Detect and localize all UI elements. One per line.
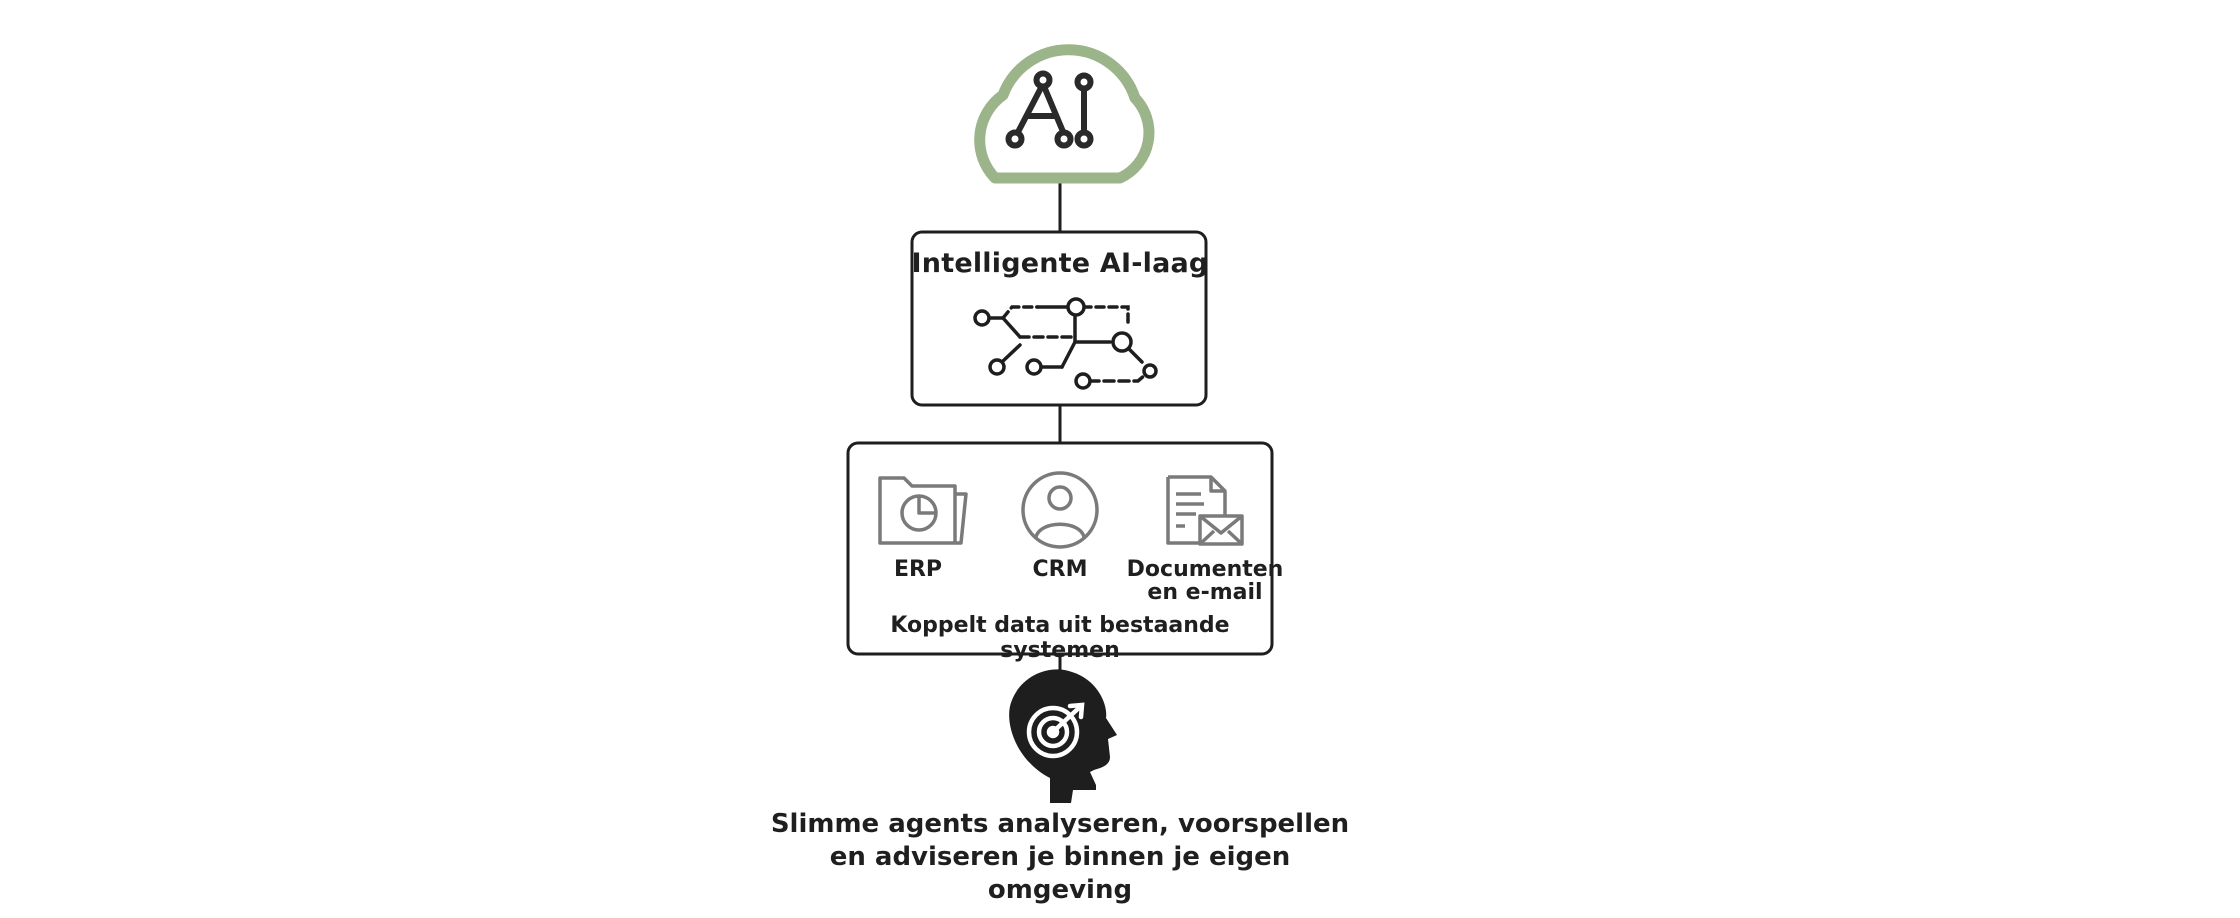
sources-caption: Koppelt data uit bestaande systemen bbox=[890, 613, 1230, 663]
ai-layer-box bbox=[910, 230, 1208, 407]
folder-chart-icon bbox=[878, 476, 968, 545]
source-label-documents-line2: en e-mail bbox=[1147, 580, 1263, 605]
ai-circuit-logo-icon bbox=[1005, 70, 1094, 149]
user-circle-icon bbox=[1021, 471, 1099, 549]
agents-caption-line1: Slimme agents analyseren, voorspellen bbox=[770, 809, 1350, 839]
source-label-documents-line1: Documenten bbox=[1126, 557, 1284, 582]
source-label-erp: ERP bbox=[893, 557, 943, 582]
document-mail-icon bbox=[1166, 475, 1244, 546]
agents-caption-line2: en adviseren je binnen je eigen omgeving bbox=[829, 842, 1291, 905]
network-icon bbox=[973, 297, 1158, 390]
cloud-icon bbox=[974, 44, 1155, 184]
agents-caption: Slimme agents analyseren, voorspellen en… bbox=[770, 808, 1350, 907]
source-label-crm: CRM bbox=[1032, 557, 1088, 582]
ai-cloud bbox=[974, 44, 1155, 184]
head-target-icon bbox=[1009, 669, 1117, 803]
source-label-documents: Documenten en e-mail bbox=[1120, 558, 1290, 604]
ai-layer-title: Intelligente AI-laag bbox=[911, 248, 1209, 279]
